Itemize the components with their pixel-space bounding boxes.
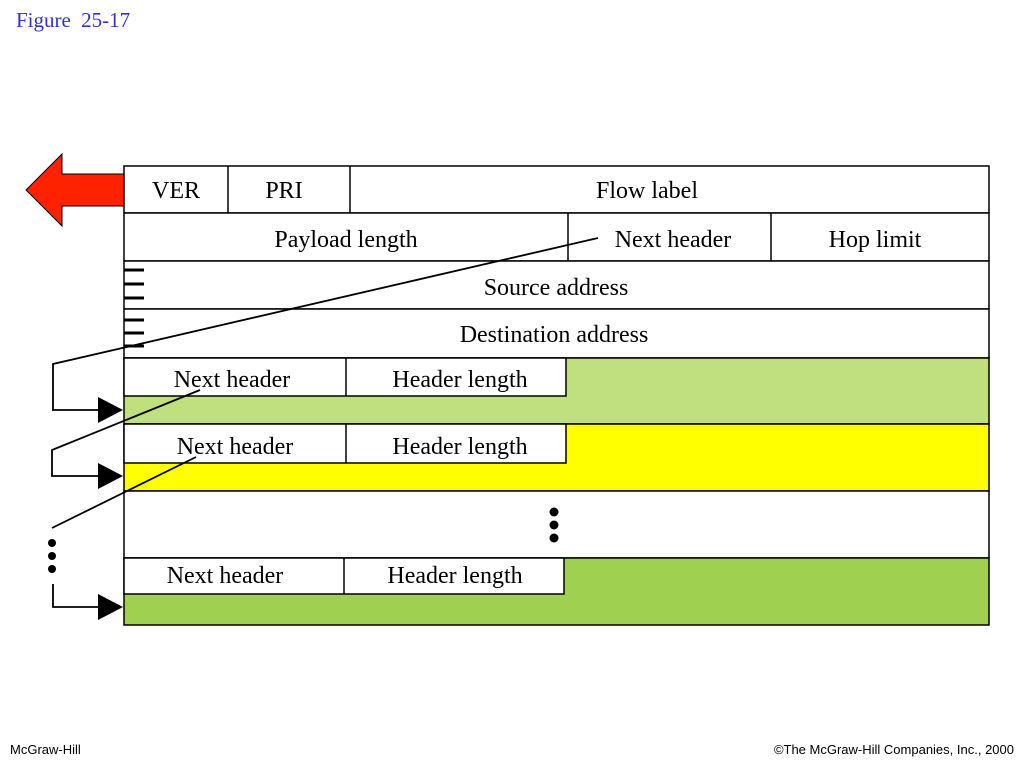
row-payload [123,212,990,262]
ver-label: VER [152,178,200,204]
ext2-next-header-label: Next header [177,434,294,460]
next-header-pointers [51,237,599,608]
row-ver-pri-flow [123,165,990,214]
left-arrow-icon [25,152,125,228]
row-source-address [123,260,990,310]
ext3-header-length-label: Header length [387,563,522,589]
left-vertical-ellipsis-icon [48,539,56,573]
pointer-arrowheads-icon [98,397,123,620]
pri-label: PRI [265,178,302,204]
footer-publisher: McGraw-Hill [10,742,81,757]
ext3-next-header-label: Next header [167,563,284,589]
vertical-ellipsis-icon [549,507,559,543]
source-break-marks-icon [124,268,144,300]
ext2-header-length-label: Header length [392,434,527,460]
footer-copyright: ©The McGraw-Hill Companies, Inc., 2000 [773,742,1014,757]
ext1-header-length-label: Header length [392,367,527,393]
destination-address-label: Destination address [460,322,649,348]
hop-limit-label: Hop limit [829,227,922,253]
base-next-header-label: Next header [615,227,732,253]
source-address-label: Source address [484,275,629,301]
payload-length-label: Payload length [274,227,417,253]
flow-label: Flow label [596,178,698,204]
figure-title: Figure 25-17 [16,8,131,32]
ext1-next-header-label: Next header [174,367,291,393]
